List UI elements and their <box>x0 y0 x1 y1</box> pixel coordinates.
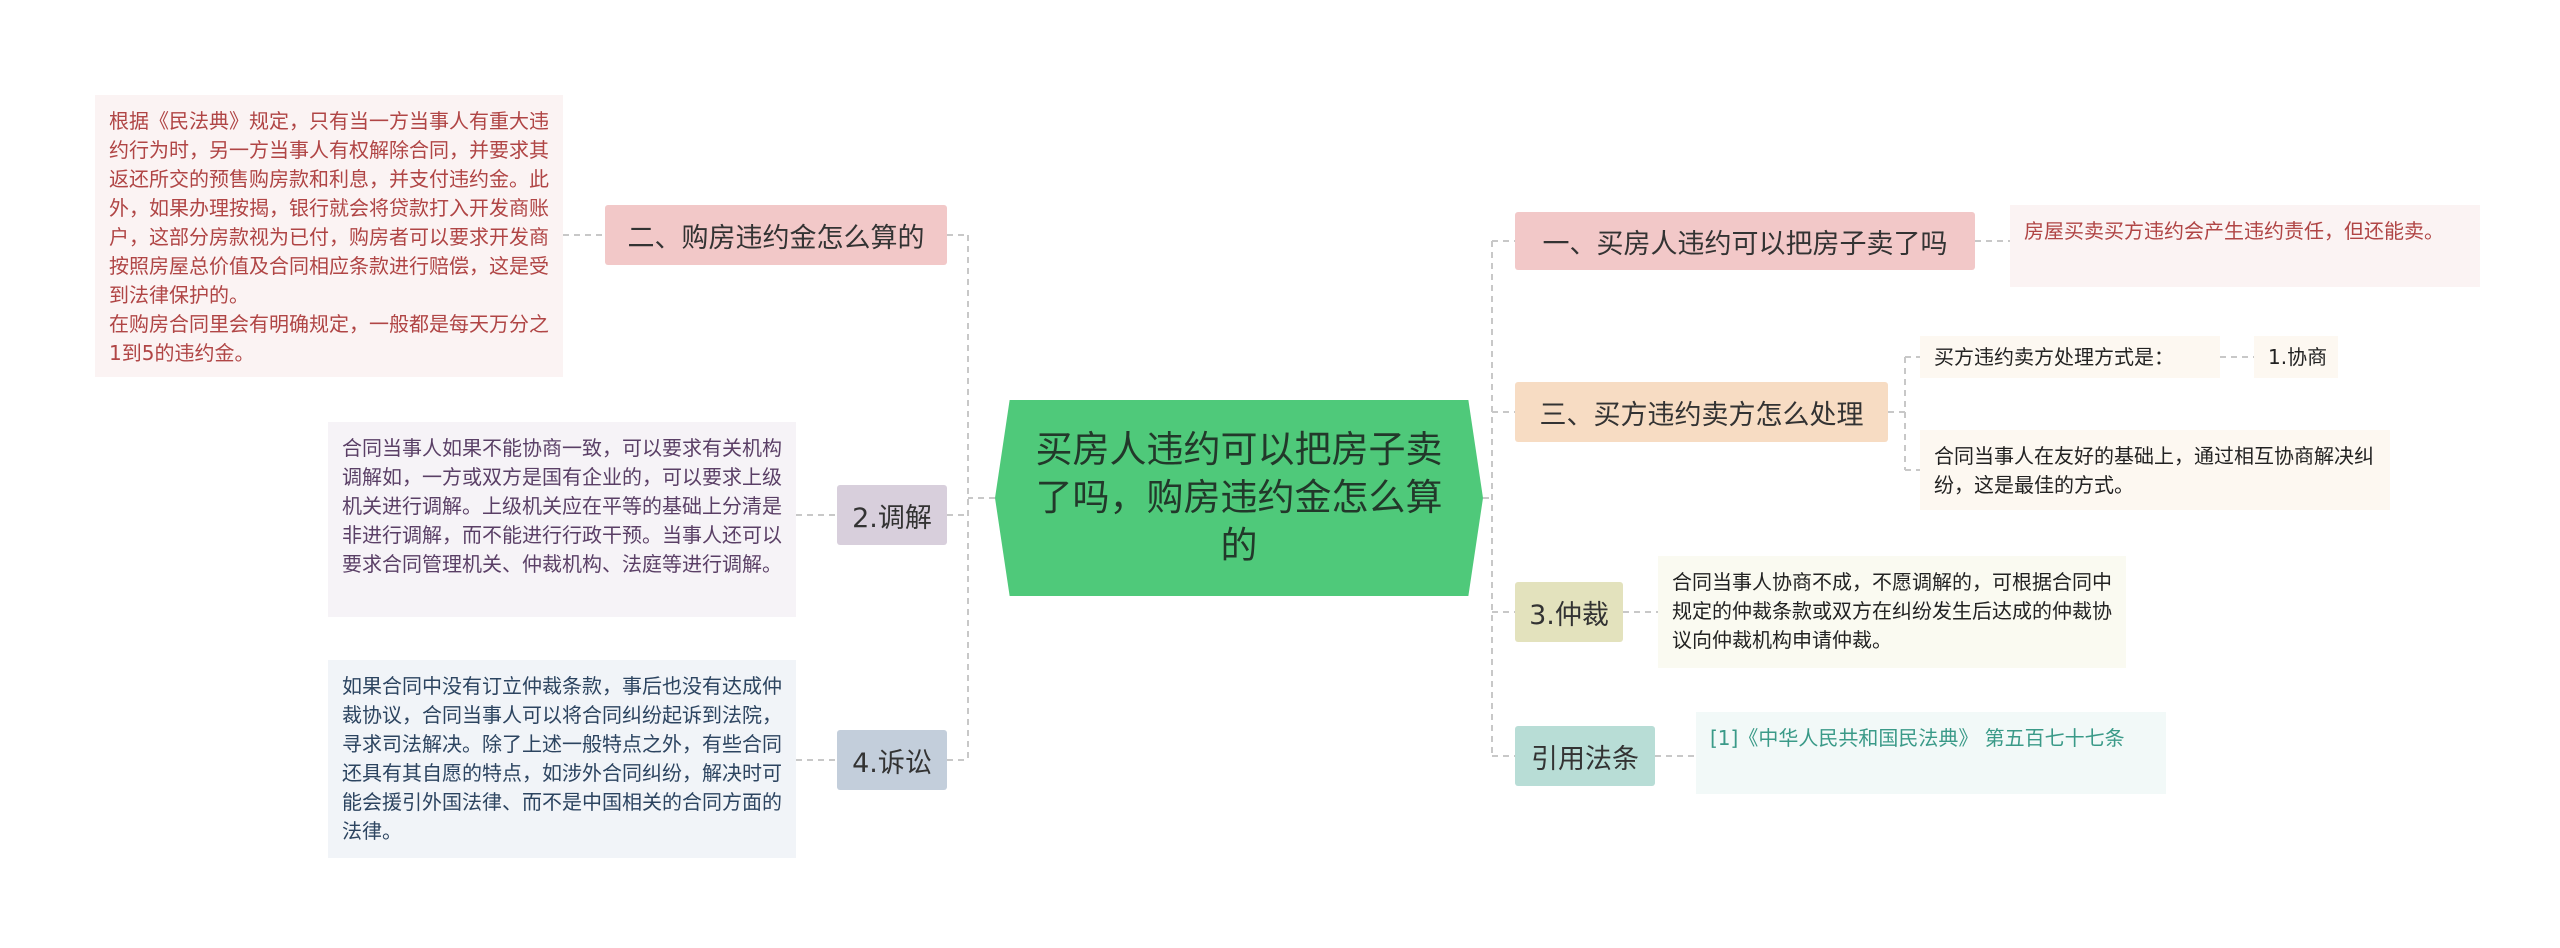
leaf-buyer-default-sell[interactable]: 房屋买卖买方违约会产生违约责任，但还能卖。 <box>2010 205 2480 287</box>
leaf-cited-law[interactable]: [1]《中华人民共和国民法典》 第五百七十七条 <box>1696 712 2166 794</box>
leaf-penalty-rate: 在购房合同里会有明确规定，一般都是每天万分之1到5的违约金。 <box>109 312 549 365</box>
leaf-penalty-text: 根据《民法典》规定，只有当一方当事人有重大违约行为时，另一方当事人有权解除合同，… <box>109 109 549 307</box>
leaf-litigation[interactable]: 如果合同中没有订立仲裁条款，事后也没有达成仲裁协议，合同当事人可以将合同纠纷起诉… <box>328 660 796 858</box>
leaf-mediation[interactable]: 合同当事人如果不能协商一致，可以要求有关机构调解如，一方或双方是国有企业的，可以… <box>328 422 796 617</box>
leaf-penalty-calculation[interactable]: 根据《民法典》规定，只有当一方当事人有重大违约行为时，另一方当事人有权解除合同，… <box>95 95 563 377</box>
leaf-handling-methods[interactable]: 买方违约卖方处理方式是： <box>1920 336 2220 378</box>
branch-litigation[interactable]: 4.诉讼 <box>837 730 947 790</box>
branch-buyer-default-sell[interactable]: 一、买房人违约可以把房子卖了吗 <box>1515 212 1975 270</box>
branch-penalty-calculation[interactable]: 二、购房违约金怎么算的 <box>605 205 947 265</box>
branch-mediation[interactable]: 2.调解 <box>837 485 947 545</box>
branch-arbitration[interactable]: 3.仲裁 <box>1515 582 1623 642</box>
branch-seller-handling[interactable]: 三、买方违约卖方怎么处理 <box>1515 382 1888 442</box>
leaf-arbitration[interactable]: 合同当事人协商不成，不愿调解的，可根据合同中规定的仲裁条款或双方在纠纷发生后达成… <box>1658 556 2126 668</box>
branch-cited-law[interactable]: 引用法条 <box>1515 726 1655 786</box>
leaf-negotiation[interactable]: 1.协商 <box>2254 336 2338 378</box>
leaf-negotiation-detail[interactable]: 合同当事人在友好的基础上，通过相互协商解决纠纷，这是最佳的方式。 <box>1920 430 2390 510</box>
center-topic[interactable]: 买房人违约可以把房子卖了吗，购房违约金怎么算的 <box>995 400 1483 596</box>
